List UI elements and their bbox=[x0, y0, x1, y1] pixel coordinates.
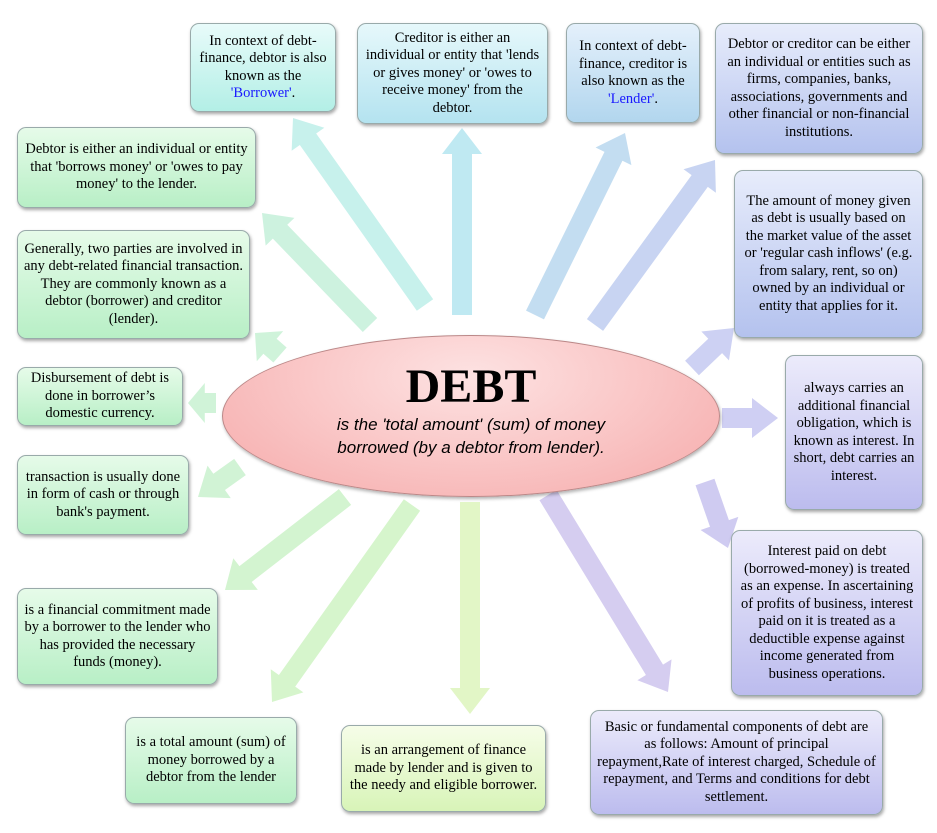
arrow-to-components bbox=[539, 489, 672, 692]
box-text: Basic or fundamental components of debt … bbox=[597, 718, 876, 805]
debt-center-ellipse: DEBT is the 'total amount' (sum) of mone… bbox=[222, 335, 720, 497]
box-text: always carries an additional financial o… bbox=[793, 380, 915, 484]
box-text: Generally, two parties are involved in a… bbox=[24, 240, 244, 327]
arrow-to-borrower bbox=[291, 118, 434, 311]
arrow-shape bbox=[291, 118, 434, 311]
box-party-types: Debtor or creditor can be either an indi… bbox=[715, 23, 923, 154]
arrow-to-party-types bbox=[586, 160, 716, 331]
arrow-to-disbursement bbox=[188, 383, 216, 423]
arrow-to-interest-obligation bbox=[722, 398, 778, 438]
arrow-to-creditor-definition bbox=[442, 128, 482, 315]
box-transaction: transaction is usually done in form of c… bbox=[17, 455, 189, 535]
arrow-to-interest-expense bbox=[695, 478, 739, 548]
arrow-to-arrangement bbox=[450, 502, 490, 714]
box-creditor-definition: Creditor is either an individual or enti… bbox=[357, 23, 548, 124]
center-title: DEBT bbox=[405, 360, 537, 413]
box-text: Creditor is either an individual or enti… bbox=[365, 29, 540, 116]
box-text: is a total amount (sum) of money borrowe… bbox=[136, 734, 286, 786]
box-text: In context of debt-finance, debtor is al… bbox=[199, 32, 327, 84]
arrow-shape bbox=[198, 458, 246, 499]
box-interest-obligation: always carries an additional financial o… bbox=[785, 355, 923, 510]
arrow-shape bbox=[442, 128, 482, 315]
center-subtitle-line1: is the 'total amount' (sum) of money bbox=[336, 415, 606, 434]
box-text: is a financial commitment made by a borr… bbox=[24, 601, 211, 671]
box-debtor-definition: Debtor is either an individual or entity… bbox=[17, 127, 256, 208]
arrow-shape bbox=[722, 398, 778, 438]
box-amount-basis: The amount of money given as debt is usu… bbox=[734, 170, 923, 338]
arrow-to-transaction bbox=[198, 458, 246, 499]
box-total-amount: is a total amount (sum) of money borrowe… bbox=[125, 717, 297, 804]
box-lender: In context of debt-finance, creditor is … bbox=[566, 23, 700, 123]
box-commitment: is a financial commitment made by a borr… bbox=[17, 588, 218, 685]
arrow-to-debtor-definition bbox=[262, 213, 378, 332]
box-text: transaction is usually done in form of c… bbox=[25, 468, 181, 520]
arrow-shape bbox=[586, 160, 716, 331]
arrow-to-two-parties bbox=[255, 331, 287, 363]
box-text-end: . bbox=[291, 85, 296, 101]
box-text: is an arrangement of finance made by len… bbox=[349, 742, 538, 794]
arrow-shape bbox=[539, 489, 672, 692]
arrow-shape bbox=[188, 383, 216, 423]
arrow-to-amount-basis bbox=[685, 328, 734, 376]
box-text: The amount of money given as debt is usu… bbox=[744, 192, 913, 314]
highlight-term: 'Lender' bbox=[608, 90, 655, 107]
box-text: Debtor or creditor can be either an indi… bbox=[727, 36, 911, 140]
box-interest-expense: Interest paid on debt (borrowed-money) i… bbox=[731, 530, 923, 696]
arrow-shape bbox=[270, 499, 421, 702]
highlight-term: 'Borrower' bbox=[230, 85, 292, 101]
box-components: Basic or fundamental components of debt … bbox=[590, 710, 883, 815]
arrow-to-lender bbox=[526, 133, 632, 320]
box-text: In context of debt-finance, creditor is … bbox=[578, 38, 688, 89]
arrow-shape bbox=[695, 478, 739, 548]
box-text: Debtor is either an individual or entity… bbox=[25, 141, 248, 193]
box-borrower: In context of debt-finance, debtor is al… bbox=[190, 23, 336, 112]
arrow-shape bbox=[685, 328, 734, 376]
center-subtitle-line2: borrowed (by a debtor from lender). bbox=[337, 438, 605, 457]
arrow-to-total-amount bbox=[270, 499, 421, 702]
box-text-end: . bbox=[654, 90, 658, 107]
arrow-shape bbox=[526, 133, 632, 320]
box-disbursement: Disbursement of debt is done in borrower… bbox=[17, 367, 183, 426]
arrow-shape bbox=[255, 331, 287, 363]
arrow-to-commitment bbox=[225, 489, 352, 590]
arrow-shape bbox=[225, 489, 352, 590]
box-two-parties: Generally, two parties are involved in a… bbox=[17, 230, 250, 339]
arrow-shape bbox=[450, 502, 490, 714]
arrow-shape bbox=[262, 213, 378, 332]
box-arrangement: is an arrangement of finance made by len… bbox=[341, 725, 546, 812]
box-text: Disbursement of debt is done in borrower… bbox=[30, 370, 170, 422]
box-text: Interest paid on debt (borrowed-money) i… bbox=[740, 543, 914, 682]
